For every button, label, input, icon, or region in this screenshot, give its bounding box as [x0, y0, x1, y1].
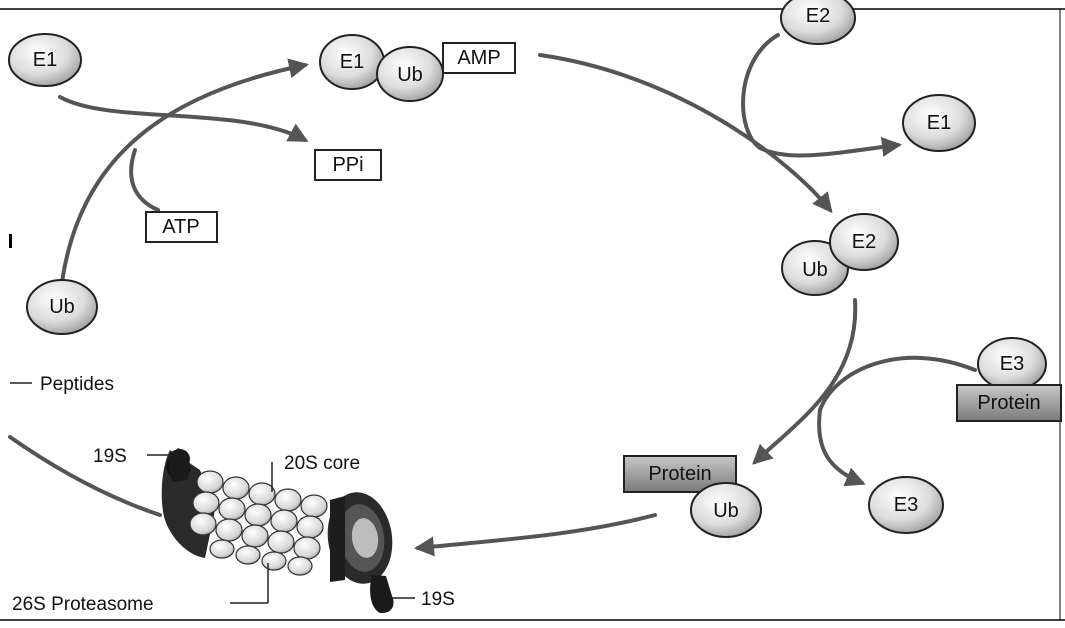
ppi-node: PPi [315, 150, 381, 180]
arrow-complex-to-e2 [540, 55, 830, 210]
e1-released-node: E1 [903, 95, 975, 151]
arrow-e3-out [819, 410, 862, 483]
protein-right-label: Protein [977, 392, 1040, 414]
e1-complex-label: E1 [340, 51, 364, 73]
s19-top-callout: 19S [93, 446, 172, 467]
amp-node: AMP [443, 43, 515, 73]
protein-right-node: Protein [957, 385, 1061, 421]
e1-released-label: E1 [927, 112, 951, 134]
e1-complex-node: E1 [320, 35, 384, 89]
s19-bottom-callout: 19S [392, 589, 455, 610]
ub-start-node: Ub [27, 280, 97, 334]
line-proteasome-output [10, 437, 160, 515]
e3-top-node: E3 [978, 338, 1046, 390]
proteasome-icon [162, 448, 398, 613]
e1-start-node: E1 [9, 34, 81, 86]
arrow-e2-in-e1-out [743, 35, 898, 155]
s19-bottom-label: 19S [421, 589, 455, 610]
e3-top-label: E3 [1000, 353, 1024, 375]
peptides-label: Peptides [40, 374, 114, 395]
e2-top-node: E2 [781, 0, 855, 44]
ub-e2-label: Ub [802, 259, 828, 281]
ub-protein-node: Ub [691, 483, 761, 537]
ppi-label: PPi [332, 154, 363, 176]
branch-atp [131, 150, 158, 210]
core-20s-label: 20S core [284, 453, 360, 474]
proteasome-26s-label: 26S Proteasome [12, 594, 154, 615]
e2-top-label: E2 [806, 5, 830, 27]
amp-label: AMP [457, 47, 500, 69]
atp-label: ATP [162, 216, 199, 238]
arrow-ub-to-e1-complex [62, 65, 305, 282]
e1-start-label: E1 [33, 49, 57, 71]
arrow-e1-to-ppi [60, 97, 305, 140]
core-20s-callout: 20S core [272, 453, 360, 492]
arrow-protein-to-proteasome [418, 515, 655, 548]
protein-ub-label: Protein [648, 463, 711, 485]
e3-released-label: E3 [894, 494, 918, 516]
e3-released-node: E3 [869, 477, 943, 533]
ub-complex-node: Ub [377, 47, 443, 101]
e2-complex-label: E2 [852, 231, 876, 253]
e2-complex-node: E2 [830, 214, 898, 270]
atp-node: ATP [146, 212, 217, 242]
peptides-callout: Peptides [10, 374, 114, 395]
edge-mark [9, 234, 12, 248]
s19-top-label: 19S [93, 446, 127, 467]
ub-protein-label: Ub [713, 500, 739, 522]
ub-start-label: Ub [49, 296, 75, 318]
ub-complex-label: Ub [397, 64, 423, 86]
proteasome-26s-callout: 26S Proteasome [12, 563, 268, 615]
proteasome-core-cells [190, 471, 327, 575]
